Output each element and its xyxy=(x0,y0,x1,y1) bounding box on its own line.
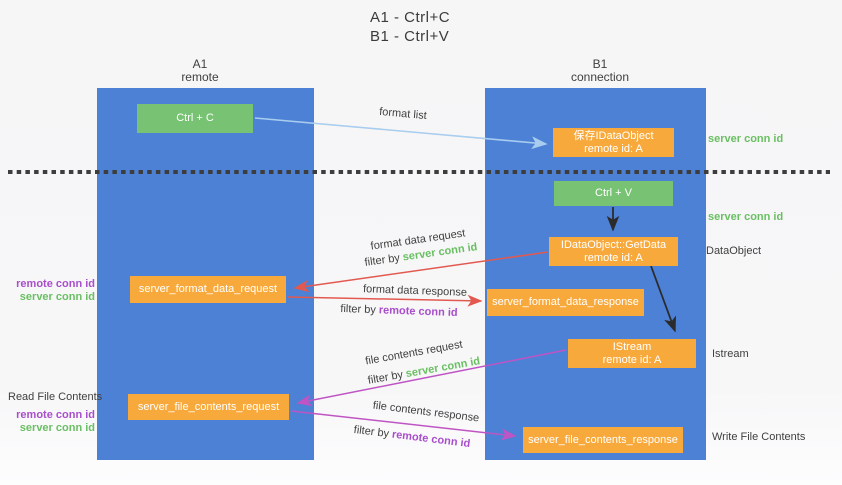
server-conn-id-text: server conn id xyxy=(404,355,482,381)
server-conn-id-label: server conn id xyxy=(19,422,95,434)
server-file-contents-request-node: server_file_contents_request xyxy=(128,394,289,420)
remote-conn-id-label: remote conn id xyxy=(16,409,95,421)
column-a-header: A1 remote xyxy=(140,58,260,84)
server-conn-id-label-top: server conn id xyxy=(708,133,784,145)
istream-node: IStream remote id: A xyxy=(568,339,696,368)
ctrl-v-node: Ctrl + V xyxy=(554,181,673,206)
dataobject-label: DataObject xyxy=(706,245,762,257)
ctrl-c-node: Ctrl + C xyxy=(137,104,253,133)
ctrl-c-label: Ctrl + C xyxy=(176,112,214,124)
format-list-label: format list xyxy=(378,105,428,123)
ctrl-v-label: Ctrl + V xyxy=(595,187,632,199)
server-file-contents-response-label: server_file_contents_response xyxy=(528,433,678,446)
filter-by-text: filter by xyxy=(366,368,404,387)
read-file-contents-label: Read File Contents xyxy=(8,391,103,403)
server-format-data-request-label: server_format_data_request xyxy=(138,283,278,295)
server-format-data-request-node: server_format_data_request xyxy=(130,276,286,303)
server-format-data-response-node: server_format_data_response xyxy=(487,289,644,316)
getdata-line1: IDataObject::GetData xyxy=(560,238,667,251)
column-b-role: connection xyxy=(570,70,630,84)
server-format-data-response-label: server_format_data_response xyxy=(492,296,639,308)
remote-conn-id-text: remote conn id xyxy=(391,428,471,451)
server-file-contents-response-node: server_file_contents_response xyxy=(523,427,683,453)
format-data-response-label: format data response xyxy=(362,283,468,299)
server-conn-id-label: server conn id xyxy=(19,291,95,303)
server-file-contents-request-label: server_file_contents_request xyxy=(137,400,280,413)
save-idataobject-line2: remote id: A xyxy=(584,142,643,155)
column-b-header: B1 connection xyxy=(540,58,660,84)
istream-line2: remote id: A xyxy=(602,353,662,366)
column-a-role: remote xyxy=(181,70,219,84)
getdata-line2: remote id: A xyxy=(584,251,643,264)
format-request-conn-ids: remote conn id server conn id xyxy=(0,278,95,304)
remote-conn-id-text: remote conn id xyxy=(378,304,458,320)
istream-side-label: Istream xyxy=(712,348,749,360)
server-conn-id-label-mid: server conn id xyxy=(708,211,784,223)
diagram-title: A1 - Ctrl+C B1 - Ctrl+V xyxy=(370,8,450,46)
write-file-contents-label: Write File Contents xyxy=(712,431,806,443)
column-b-name: B1 xyxy=(592,57,608,71)
title-line-ctrl-v: B1 - Ctrl+V xyxy=(370,28,450,45)
filter-by-text: filter by xyxy=(363,252,401,269)
filter-by-text: filter by xyxy=(353,423,390,441)
save-idataobject-node: 保存IDataObject remote id: A xyxy=(553,128,674,157)
file-contents-response-label: file contents response xyxy=(372,399,480,425)
title-line-ctrl-c: A1 - Ctrl+C xyxy=(370,9,451,26)
column-a-name: A1 xyxy=(192,57,208,71)
getdata-node: IDataObject::GetData remote id: A xyxy=(549,237,678,266)
remote-conn-id-label: remote conn id xyxy=(16,278,95,290)
file-request-conn-ids: remote conn id server conn id xyxy=(0,409,95,435)
filter-by-text: filter by xyxy=(340,302,377,317)
istream-line1: IStream xyxy=(612,340,652,353)
save-idataobject-line1: 保存IDataObject xyxy=(573,129,654,142)
